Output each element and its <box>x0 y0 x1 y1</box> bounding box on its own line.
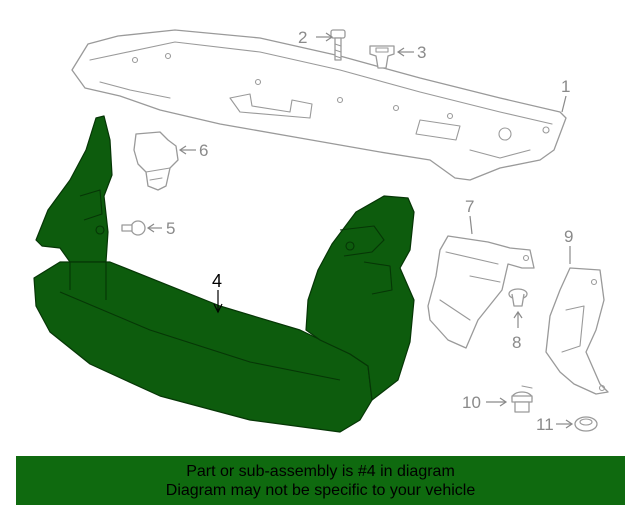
arrow-head-5 <box>146 223 155 233</box>
part-10-bolt[interactable] <box>511 385 533 413</box>
callout-7[interactable]: 7 <box>465 197 474 216</box>
callout-2[interactable]: 2 <box>298 28 307 47</box>
banner-line-1: Part or sub-assembly is #4 in diagram <box>186 462 455 480</box>
callout-9[interactable]: 9 <box>564 227 573 246</box>
arrow-head-3 <box>396 47 405 57</box>
arrow-head-8 <box>513 310 523 319</box>
arrow-head-2 <box>325 32 334 42</box>
callout-10[interactable]: 10 <box>462 393 481 412</box>
callout-3[interactable]: 3 <box>417 43 426 62</box>
info-banner: Part or sub-assembly is #4 in diagram Di… <box>16 456 625 505</box>
leader-line-7 <box>469 215 473 235</box>
part-3-clip[interactable] <box>369 45 395 69</box>
arrow-head-11 <box>565 419 574 429</box>
callout-6[interactable]: 6 <box>199 141 208 160</box>
arrow-head-6 <box>178 145 187 155</box>
callout-8[interactable]: 8 <box>512 333 521 352</box>
callout-11[interactable]: 11 <box>536 415 554 434</box>
part-8-push-pin[interactable] <box>508 288 528 307</box>
part-6-bracket[interactable] <box>133 131 179 191</box>
banner-line-2: Diagram may not be specific to your vehi… <box>165 481 476 499</box>
part-2-bolt[interactable] <box>330 29 346 61</box>
arrow-head-4 <box>213 303 223 314</box>
callout-1[interactable]: 1 <box>561 77 570 96</box>
arrow-head-10 <box>499 397 508 407</box>
part-7-side-deflector[interactable] <box>427 235 535 349</box>
callout-4[interactable]: 4 <box>212 271 222 291</box>
leader-line-1 <box>561 95 567 113</box>
part-4-air-deflector[interactable] <box>33 115 415 433</box>
callout-5[interactable]: 5 <box>166 219 175 238</box>
parts-diagram: 1 2 3 4 5 6 7 8 9 10 11 <box>33 28 609 434</box>
part-1-upper-panel[interactable] <box>71 29 567 181</box>
part-11-nut[interactable] <box>574 416 598 432</box>
part-5-bolt[interactable] <box>121 220 146 236</box>
part-9-side-bracket[interactable] <box>545 267 609 395</box>
